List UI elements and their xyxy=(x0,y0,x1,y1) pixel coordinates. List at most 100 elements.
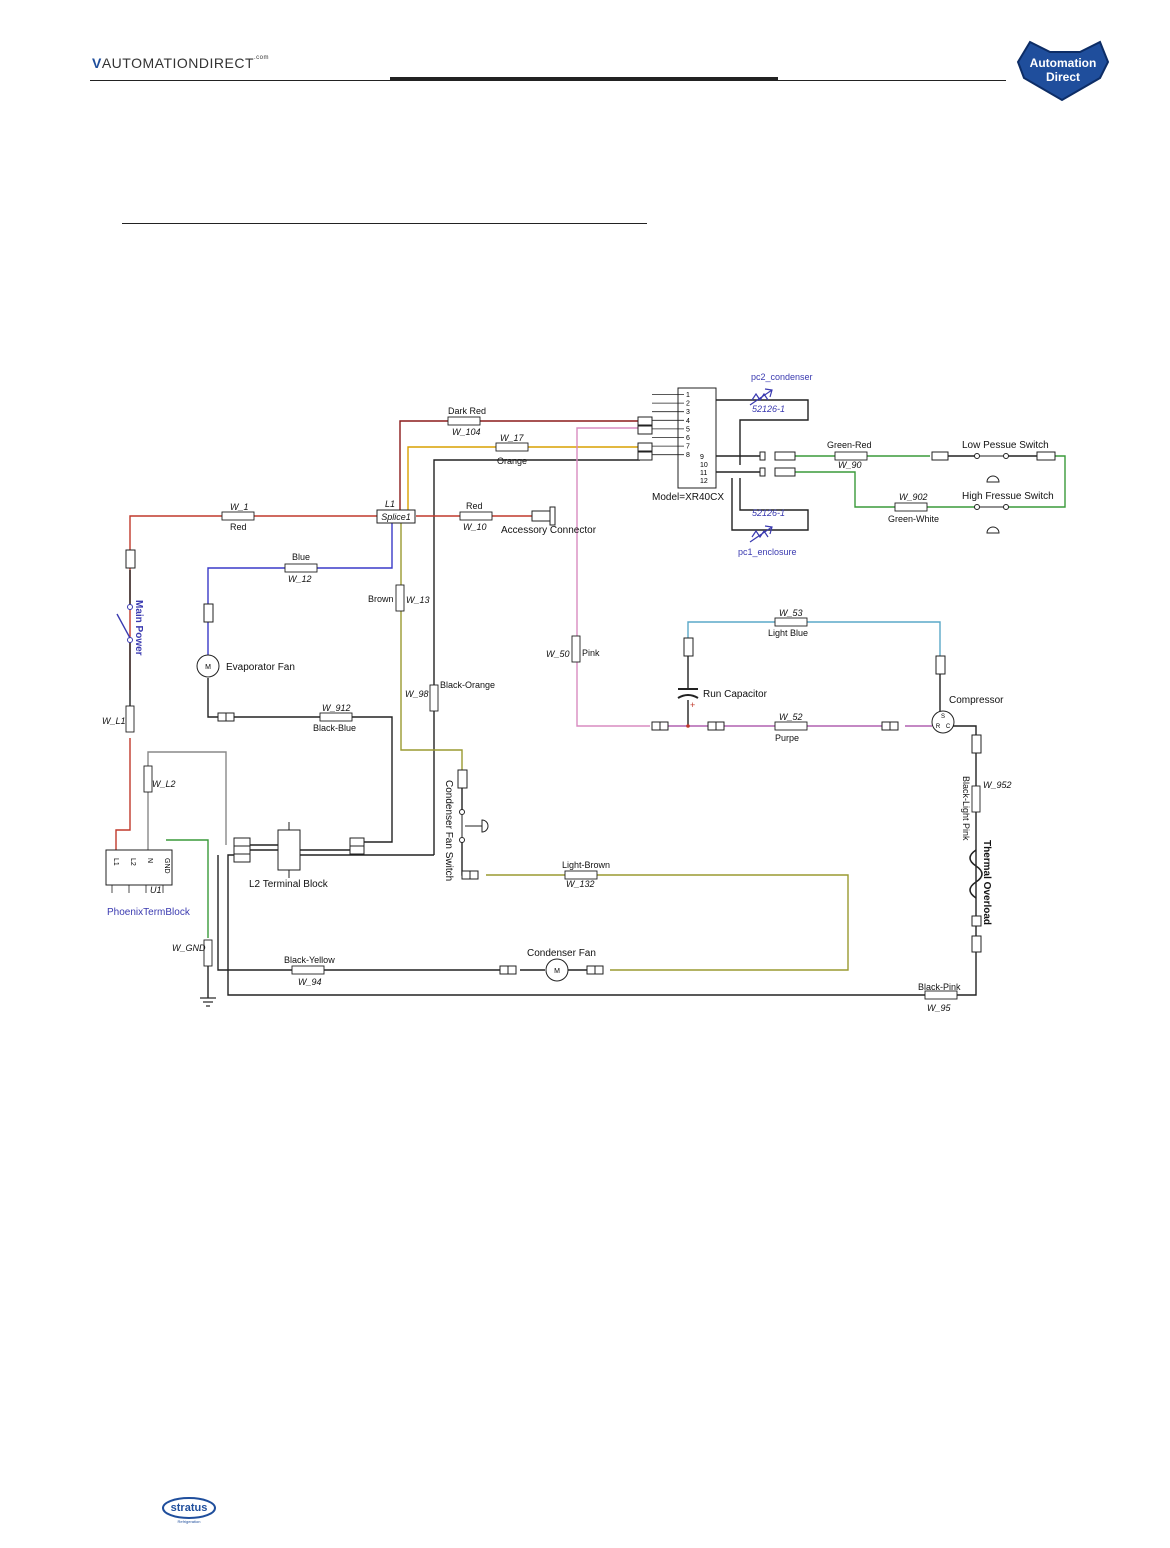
wire-id: W_12 xyxy=(288,574,312,584)
wire-color: Dark Red xyxy=(448,406,486,416)
probe-condenser: pc2_condenser 52126-1 xyxy=(749,372,813,414)
main-power-label: Main Power xyxy=(133,600,144,656)
l2-terminal-block: L2 Terminal Block xyxy=(233,822,365,890)
condenser-fan: M Condenser Fan xyxy=(527,948,596,982)
evaporator-fan-label: Evaporator Fan xyxy=(226,662,295,673)
probe-enclosure-name: pc1_enclosure xyxy=(738,547,797,557)
wire-color: Red xyxy=(466,501,483,511)
wire-l2-tb xyxy=(250,844,350,851)
wire-red-main-low xyxy=(115,738,131,850)
brand-word-second: DIRECT xyxy=(198,55,255,71)
controller-pin: 1 xyxy=(686,392,690,399)
compressor-label: Compressor xyxy=(949,695,1004,706)
wire-label-wl2: W_L2 xyxy=(143,765,176,793)
evaporator-fan-motor: M xyxy=(205,664,211,671)
controller-connectors xyxy=(637,416,653,461)
controller-pin: 2 xyxy=(686,401,690,408)
brand-suffix: .com xyxy=(254,55,270,61)
run-capacitor: + Run Capacitor xyxy=(677,637,768,728)
wire-grey-l2 xyxy=(147,751,227,850)
wire-black-yellow-w94 xyxy=(217,855,505,971)
wire-probe-enclosure xyxy=(731,478,809,531)
wire-color: Black-Pink xyxy=(918,982,961,992)
phoenix-pin: L1 xyxy=(112,858,119,866)
phoenix-pin: N xyxy=(146,858,153,863)
wire-color: Black-Orange xyxy=(440,680,495,690)
low-pressure-switch: Low Pessue Switch xyxy=(931,440,1056,483)
wire-color: Black-Blue xyxy=(313,723,356,733)
wire-id: W_104 xyxy=(452,427,481,437)
condenser-fan-switch: Condenser Fan Switch xyxy=(443,769,489,881)
logo-line2: Direct xyxy=(1046,70,1080,84)
probe-enclosure: 52126-1 pc1_enclosure xyxy=(738,508,797,557)
controller-pin: 12 xyxy=(700,478,708,485)
automation-direct-logo: Automation Direct xyxy=(1016,40,1110,102)
wire-color: Purpe xyxy=(775,733,799,743)
brand-v-mark: V xyxy=(92,55,102,71)
wire-color: Green-White xyxy=(888,514,939,524)
wire-color: Light-Brown xyxy=(562,860,610,870)
wire-dark-red-w104 xyxy=(399,420,640,510)
probe-condenser-part: 52126-1 xyxy=(752,404,785,414)
inline-connector xyxy=(217,712,235,722)
wire-brown-w13 xyxy=(400,522,463,770)
controller-pin: 9 xyxy=(700,454,704,461)
accessory-connector-label: Accessory Connector xyxy=(501,525,597,536)
evaporator-fan: M Evaporator Fan xyxy=(196,603,295,678)
controller-pin: 3 xyxy=(686,409,690,416)
controller-pin: 10 xyxy=(700,462,708,469)
inline-connector xyxy=(586,965,604,975)
brand-wordmark: VAUTOMATIONDIRECT.com xyxy=(92,55,269,71)
controller-pin: 5 xyxy=(686,426,690,433)
wire-condenser-switch xyxy=(461,782,470,876)
svg-text:+: + xyxy=(690,700,695,710)
compressor-c: C xyxy=(946,724,951,730)
stratus-wordmark: stratus xyxy=(171,1502,208,1514)
condenser-fan-motor: M xyxy=(554,968,560,975)
inline-connector xyxy=(499,965,517,975)
high-pressure-switch: High Fressue Switch xyxy=(962,491,1054,534)
wire-id: W_902 xyxy=(899,492,928,502)
run-capacitor-label: Run Capacitor xyxy=(703,689,768,700)
wire-id: W_132 xyxy=(566,879,595,889)
wire-color: Blue xyxy=(292,552,310,562)
wire-id: W_13 xyxy=(406,595,430,605)
stratus-sub: Refrigeration xyxy=(178,1519,201,1524)
thermal-overload: Thermal Overload xyxy=(969,734,992,953)
phoenix-pin: GND xyxy=(163,858,170,874)
compressor: S R C Compressor xyxy=(931,655,1004,734)
inline-connector xyxy=(707,721,725,731)
wire-black-light-pink-w952 xyxy=(227,725,977,996)
wire-green-white-w902 xyxy=(795,471,975,508)
wire-light-brown-w132 xyxy=(486,874,849,971)
wire-green-return xyxy=(1008,455,1066,508)
wire-label-wgnd: W_GND xyxy=(172,939,213,967)
accessory-connector: Accessory Connector xyxy=(501,506,597,536)
wire-blue-w12 xyxy=(207,522,393,658)
wire-id: W_1 xyxy=(230,502,249,512)
wire-color: Black-Light Pink xyxy=(961,776,971,841)
wire-red-main xyxy=(129,515,377,690)
main-power-switch: Main Power xyxy=(116,549,144,656)
l2-terminal-block-label: L2 Terminal Block xyxy=(249,879,329,890)
logo-line1: Automation xyxy=(1030,56,1097,70)
wire-id: W_17 xyxy=(500,433,525,443)
wire-id: W_L2 xyxy=(152,779,176,789)
thermal-overload-label: Thermal Overload xyxy=(981,840,992,925)
wire-color: Pink xyxy=(582,648,600,658)
phoenix-ref: U1 xyxy=(150,885,162,895)
wire-color: Green-Red xyxy=(827,440,872,450)
wire-id: W_L1 xyxy=(102,716,126,726)
high-pressure-switch-label: High Fressue Switch xyxy=(962,491,1054,502)
